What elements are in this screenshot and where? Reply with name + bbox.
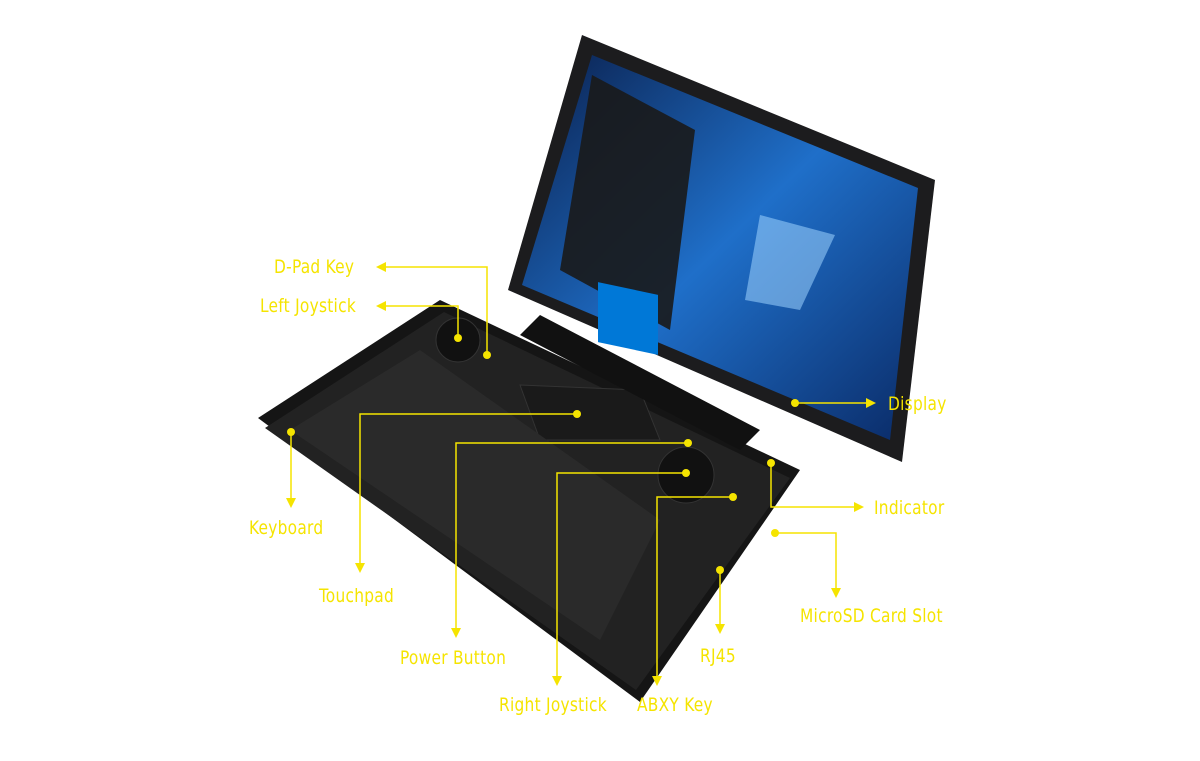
label-rj45: RJ45 (700, 645, 736, 667)
windows-logo (745, 215, 835, 310)
touchpad-area (519, 384, 661, 441)
callout-markers (286, 262, 876, 686)
keyboard-area (290, 350, 660, 640)
label-abxy-key: ABXY Key (637, 694, 713, 716)
start-menu (560, 75, 695, 330)
label-touchpad: Touchpad (319, 585, 394, 607)
label-indicator: Indicator (874, 497, 945, 519)
label-right-joystick: Right Joystick (499, 694, 607, 716)
callout-lines (290, 266, 868, 678)
label-keyboard: Keyboard (249, 517, 324, 539)
label-power-button: Power Button (400, 647, 507, 669)
laptop-lid (508, 35, 935, 462)
laptop-base (258, 300, 800, 702)
label-dpad-key: D-Pad Key (274, 256, 355, 278)
label-microsd-card-slot: MicroSD Card Slot (800, 605, 943, 627)
label-display: Display (888, 393, 947, 415)
label-left-joystick: Left Joystick (260, 295, 357, 317)
